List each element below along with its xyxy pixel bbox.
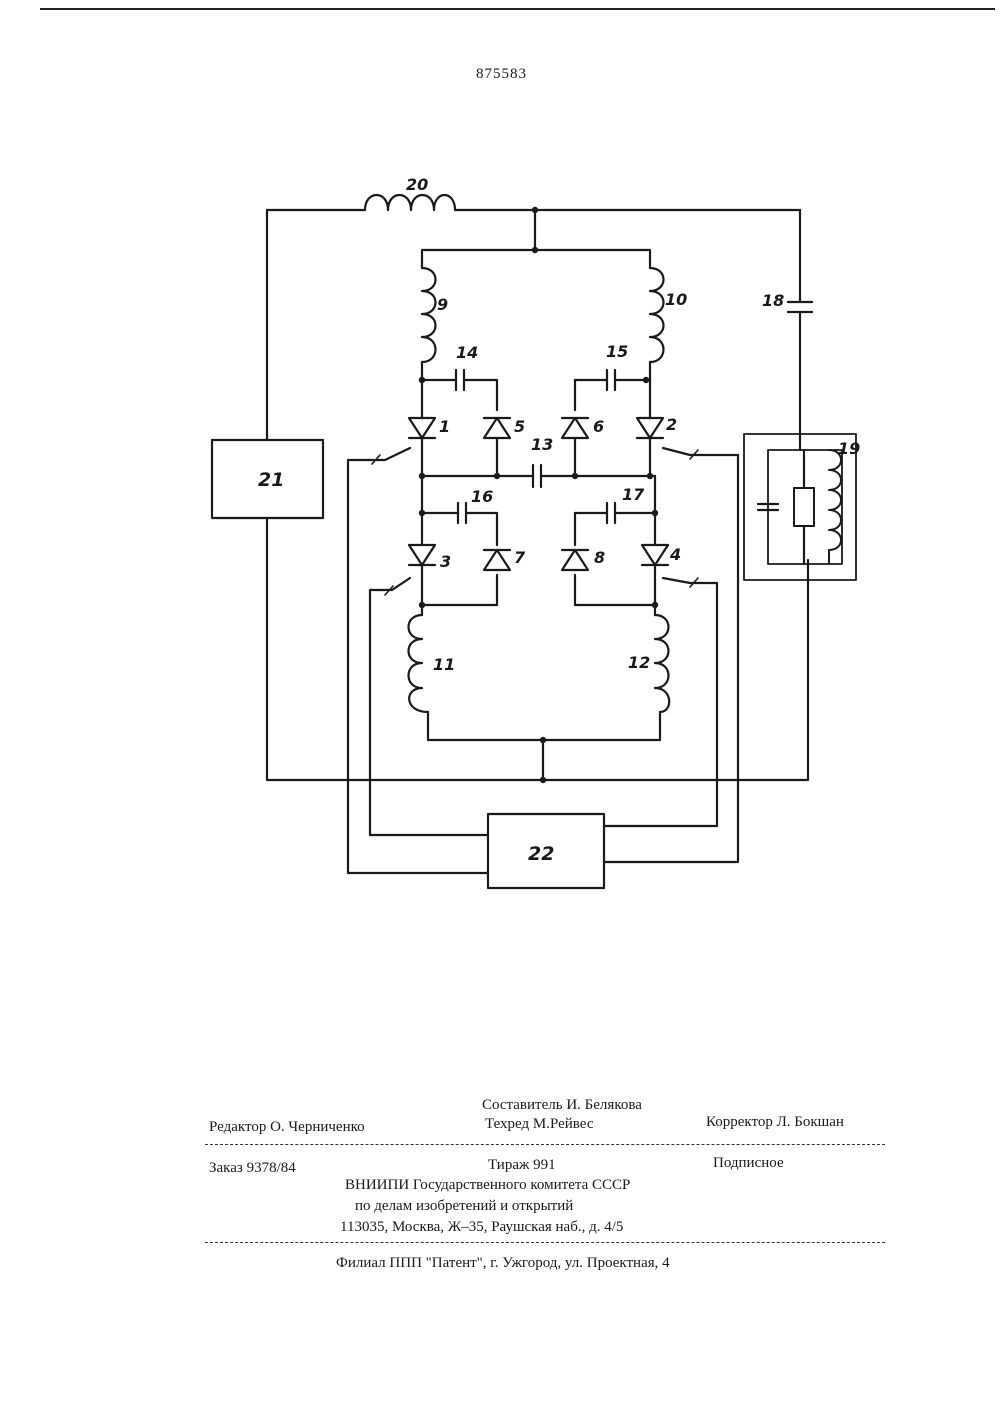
compiler: Составитель И. Белякова [482,1097,642,1114]
org-line-2: по делам изобретений и открытий [355,1198,573,1215]
editor: Редактор О. Черниченко [209,1119,365,1136]
subscription: Подписное [713,1155,784,1172]
branch: Филиал ППП "Патент", г. Ужгород, ул. Про… [336,1255,670,1272]
rule-2 [205,1242,885,1243]
techred: Техред М.Рейвес [485,1116,594,1133]
circulation: Тираж 991 [488,1157,556,1174]
rule-1 [205,1144,885,1145]
order: Заказ 9378/84 [209,1160,296,1177]
corrector: Корректор Л. Бокшан [706,1114,844,1131]
org-line-1: ВНИИПИ Государственного комитета СССР [345,1177,630,1194]
org-line-3: 113035, Москва, Ж–35, Раушская наб., д. … [340,1219,623,1236]
